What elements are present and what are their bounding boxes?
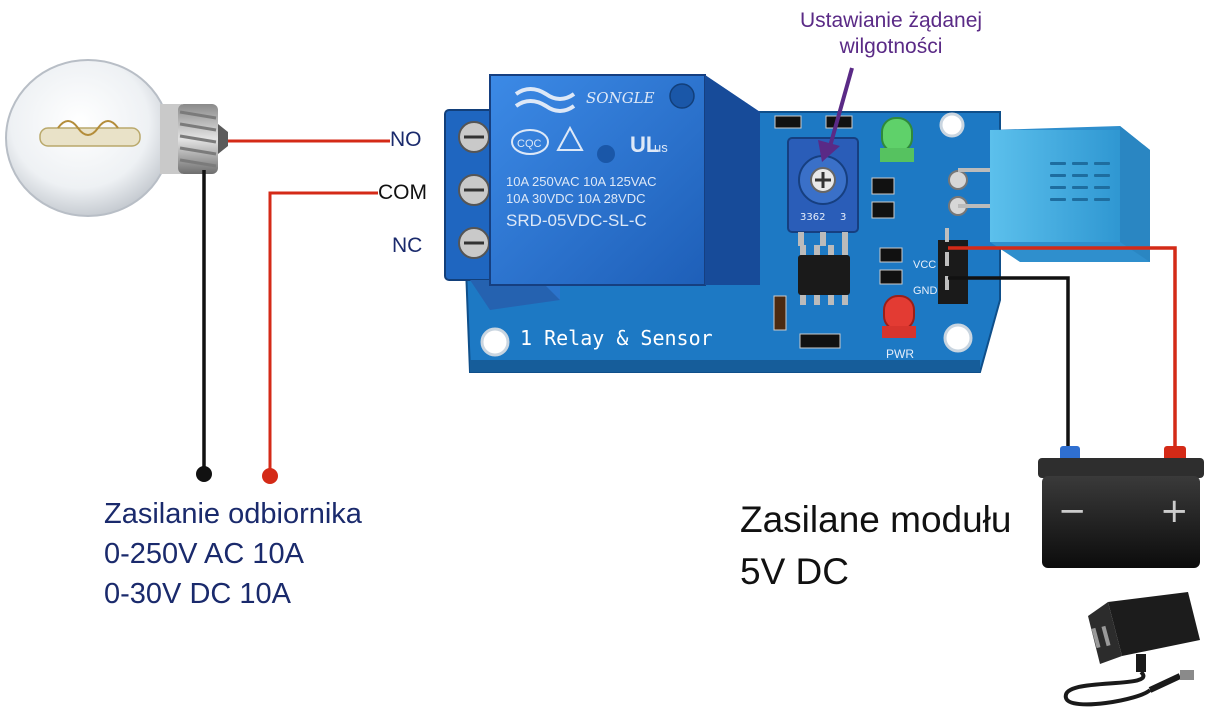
pot-pin-text: 3	[840, 212, 846, 223]
potentiometer-annotation: Ustawianie żądanej wilgotności	[778, 8, 1004, 60]
light-bulb-icon	[5, 59, 228, 217]
svg-text:UL: UL	[630, 132, 659, 157]
smd-components	[773, 115, 903, 349]
gnd-black-wire	[948, 276, 1070, 456]
power-adapter-icon	[1063, 592, 1200, 707]
module-supply-voltage: 5V DC	[740, 551, 849, 592]
relay-brand-text: SONGLE	[586, 89, 655, 107]
humidity-sensor-icon	[990, 126, 1150, 262]
red-led-icon	[882, 295, 916, 338]
relay-rating-line2: 10A 30VDC 10A 28VDC	[506, 191, 645, 206]
battery-minus-text: −	[1058, 491, 1087, 531]
relay-model-text: SRD-05VDC-SL-C	[506, 211, 647, 230]
relay-sensor-module: SONGLE CQC us UL 10A 250VAC 10A 125VAC 1…	[444, 74, 1001, 373]
module-power-wiring	[948, 246, 1177, 456]
relay-rating-line1: 10A 250VAC 10A 125VAC	[506, 174, 657, 189]
relay-component: SONGLE CQC us UL 10A 250VAC 10A 125VAC 1…	[489, 74, 760, 286]
relay-ul-text: us	[654, 140, 668, 155]
load-supply-title: Zasilanie odbiornika	[104, 498, 362, 530]
com-red-wire	[268, 191, 378, 474]
pot-code-text: 3362	[800, 212, 825, 223]
battery-plus-text: +	[1160, 491, 1189, 531]
load-black-terminal-dot	[196, 466, 212, 482]
pin-header-icon	[938, 228, 968, 304]
load-supply-ac: 0-250V AC 10A	[104, 538, 304, 570]
green-led-icon	[880, 117, 914, 162]
module-supply-title: Zasilane modułu	[740, 499, 1012, 540]
no-terminal-label: NO	[390, 128, 422, 151]
battery-icon: − +	[1038, 446, 1204, 568]
nc-terminal-label: NC	[392, 234, 423, 257]
vcc-pin-label: VCC	[913, 259, 936, 271]
potentiometer-icon: 3362 3	[787, 137, 859, 246]
annotation-line-2: wilgotności	[839, 35, 943, 58]
annotation-line-1: Ustawianie żądanej	[799, 9, 983, 32]
vcc-red-wire	[948, 246, 1177, 456]
pwr-label: PWR	[886, 347, 914, 361]
load-supply-block: Zasilanie odbiornika 0-250V AC 10A 0-30V…	[104, 494, 362, 614]
load-wiring	[196, 139, 390, 484]
load-supply-dc: 0-30V DC 10A	[104, 578, 291, 610]
ic-chip-icon	[798, 245, 850, 305]
sensor-pins	[948, 168, 992, 216]
board-title-text: 1 Relay & Sensor	[520, 326, 713, 350]
module-supply-block: Zasilane modułu 5V DC	[740, 494, 1011, 598]
relay-cqc-text: CQC	[517, 138, 542, 150]
com-terminal-label: COM	[378, 181, 427, 204]
potentiometer-pointer-arrow	[818, 67, 854, 162]
gnd-pin-label: GND	[913, 285, 938, 297]
load-red-terminal-dot	[262, 468, 278, 484]
